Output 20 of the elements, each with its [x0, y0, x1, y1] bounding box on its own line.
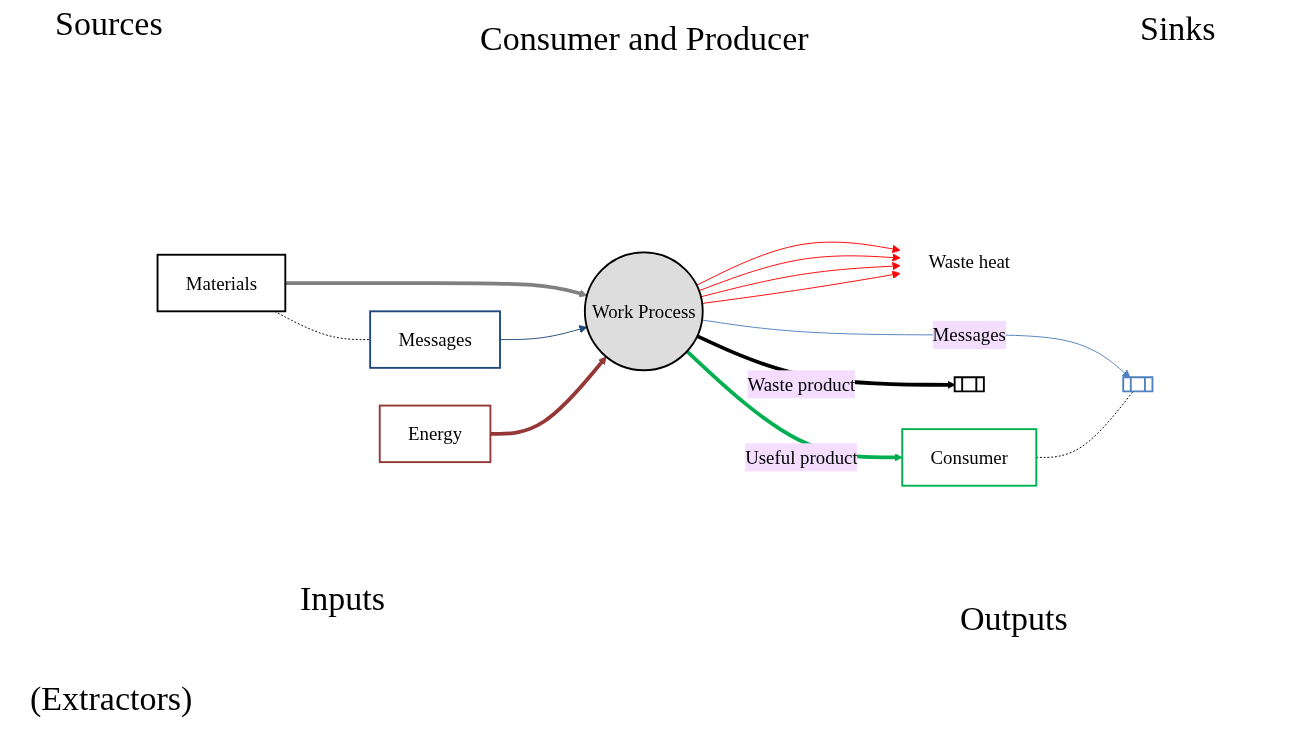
section-label: Outputs [960, 600, 1068, 638]
node-box: Energy [378, 405, 492, 464]
section-label: Sinks [1140, 10, 1216, 48]
section-label: Consumer and Producer [480, 20, 809, 58]
section-label: Sources [55, 5, 163, 43]
node-box: Messages [369, 310, 501, 370]
section-label: Inputs [300, 580, 385, 618]
node-circle: Work Process [583, 251, 704, 372]
node-box: Consumer [901, 428, 1038, 487]
section-label: (Extractors) [30, 680, 193, 718]
arrow [490, 356, 607, 437]
node-box: Materials [156, 254, 287, 313]
arrow [685, 350, 903, 462]
node-text: Waste heat [928, 251, 1011, 273]
edge-label: Messages [932, 324, 1006, 346]
arrow [285, 281, 588, 298]
edge-label: Useful product [745, 447, 858, 469]
node-bracket [1122, 376, 1154, 393]
edge-label: Waste product [747, 374, 856, 396]
node-bracket [953, 376, 985, 393]
